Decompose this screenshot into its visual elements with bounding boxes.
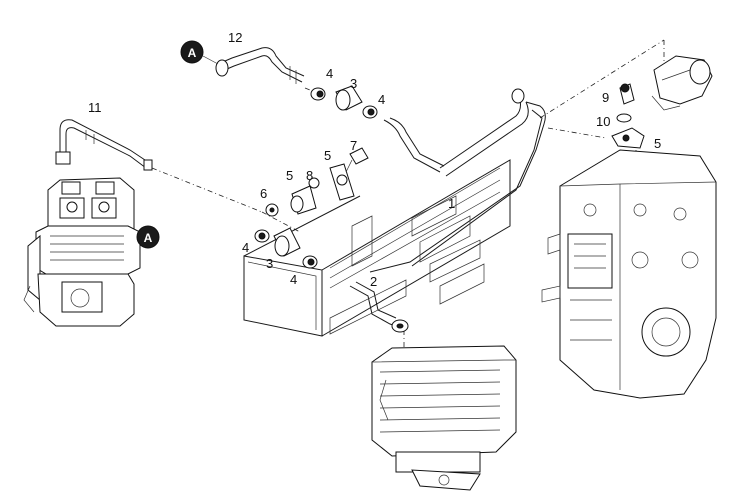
label-3-top: 3 xyxy=(350,76,357,91)
label-5-mid-right: 5 xyxy=(324,148,331,163)
label-5-mid-left: 5 xyxy=(286,168,293,183)
assembly-line-2 xyxy=(261,211,301,233)
pipe-2 xyxy=(349,281,409,333)
label-4-lower-right: 4 xyxy=(290,272,297,287)
assembly-line-1 xyxy=(151,167,263,213)
label-8: 8 xyxy=(306,168,313,183)
pipe-11 xyxy=(55,119,153,171)
assembly-line-4 xyxy=(539,39,665,119)
label-4-top-left: 4 xyxy=(326,66,333,81)
assembly-line-6 xyxy=(547,127,607,139)
label-12: 12 xyxy=(228,30,242,45)
label-6: 6 xyxy=(260,186,267,201)
elbow-fitting xyxy=(651,55,713,111)
label-3-lower: 3 xyxy=(266,256,273,271)
callout-a-left: A xyxy=(136,225,160,249)
bolt-washer-set xyxy=(611,83,645,149)
callout-a-top: A xyxy=(180,40,219,65)
label-2: 2 xyxy=(370,274,377,289)
pipe-1 xyxy=(369,88,546,273)
clamp-set xyxy=(254,147,369,269)
label-7: 7 xyxy=(350,138,357,153)
pipe-12 xyxy=(215,47,305,84)
hose-connector-top xyxy=(310,85,445,173)
label-10: 10 xyxy=(596,114,610,129)
engine-block xyxy=(541,149,717,399)
label-4-top-right: 4 xyxy=(378,92,385,107)
label-11: 11 xyxy=(88,100,102,115)
mounting-frame xyxy=(243,159,511,337)
callout-a-top-text: A xyxy=(188,46,197,60)
label-9: 9 xyxy=(602,90,609,105)
air-compressor xyxy=(23,177,141,327)
label-4-lower-left: 4 xyxy=(242,240,249,255)
callout-a-left-text: A xyxy=(144,231,153,245)
label-5-right: 5 xyxy=(654,136,661,151)
label-1: 1 xyxy=(448,196,455,211)
oil-cooler xyxy=(371,345,517,491)
